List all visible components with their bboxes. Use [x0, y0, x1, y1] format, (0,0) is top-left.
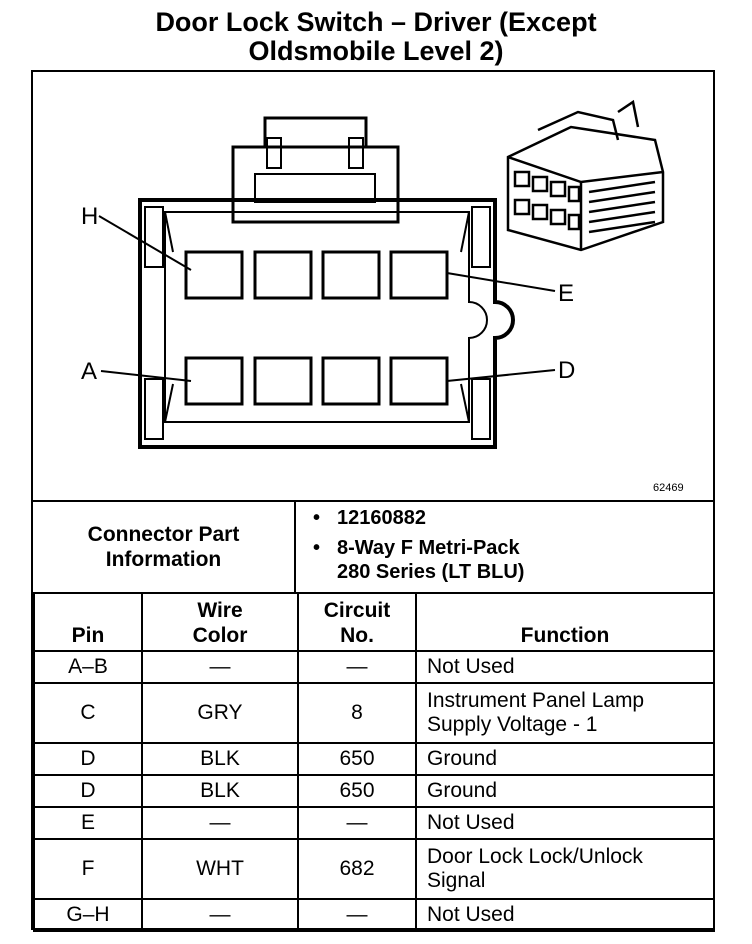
header-wire-color: Wire Color: [141, 592, 299, 652]
table-row: D BLK 650 Ground: [33, 774, 715, 808]
connector-face-drawing: H E A D: [81, 99, 665, 449]
page-title: Door Lock Switch – Driver (Except Oldsmo…: [0, 8, 752, 66]
pin-cavities: [184, 250, 449, 406]
divider: [33, 500, 713, 502]
connector-label-line-1: Connector Part: [87, 523, 240, 546]
cell-wire: BLK: [141, 742, 299, 776]
pin-label-h: H: [81, 203, 98, 230]
cell-function: Not Used: [415, 650, 715, 684]
cavity-e: [389, 250, 449, 300]
cell-function: Ground: [415, 742, 715, 776]
cell-circuit: 650: [297, 774, 417, 808]
cavity-c: [321, 356, 381, 406]
cell-wire: WHT: [141, 838, 299, 900]
title-line-1: Door Lock Switch – Driver (Except: [155, 7, 597, 37]
cell-function: Not Used: [415, 898, 715, 932]
cell-function: Instrument Panel Lamp Supply Voltage - 1: [415, 682, 715, 744]
latch-drawing: [231, 116, 400, 224]
header-pin: Pin: [33, 592, 143, 652]
connector-part-information: Connector Part Information • 12160882 • …: [33, 502, 713, 592]
table-row: A–B — — Not Used: [33, 650, 715, 684]
cell-pin: F: [33, 838, 143, 900]
connector-info-label: Connector Part Information: [33, 502, 296, 592]
table-row: E — — Not Used: [33, 806, 715, 840]
cell-circuit: —: [297, 650, 417, 684]
header-function: Function: [415, 592, 715, 652]
cell-pin: D: [33, 774, 143, 808]
cavity-f: [321, 250, 381, 300]
cell-pin: D: [33, 742, 143, 776]
cell-function: Door Lock Lock/Unlock Signal: [415, 838, 715, 900]
cell-wire: —: [141, 898, 299, 932]
table-row: D BLK 650 Ground: [33, 742, 715, 776]
connector-diagram: H E A D: [33, 72, 713, 500]
bullet-icon: •: [313, 537, 321, 559]
cell-wire: BLK: [141, 774, 299, 808]
figure-id: 62469: [653, 482, 684, 494]
cavity-g: [253, 250, 313, 300]
cavity-b: [253, 356, 313, 406]
cell-circuit: 682: [297, 838, 417, 900]
table-row: C GRY 8 Instrument Panel Lamp Supply Vol…: [33, 682, 715, 744]
pin-labels: H E A D: [81, 203, 575, 385]
cell-circuit: 650: [297, 742, 417, 776]
pin-label-a: A: [81, 358, 97, 385]
header-circuit-no: Circuit No.: [297, 592, 417, 652]
table-row: G–H — — Not Used: [33, 898, 715, 932]
pin-table: Pin Wire Color Circuit No. Function A–B …: [33, 592, 715, 932]
pin-leader-lines: [98, 215, 556, 382]
cell-circuit: —: [297, 898, 417, 932]
cell-pin: C: [33, 682, 143, 744]
cavity-h: [184, 250, 244, 300]
table-row: F WHT 682 Door Lock Lock/Unlock Signal: [33, 838, 715, 900]
cavity-a: [184, 356, 244, 406]
connector-sheet: H E A D: [31, 70, 715, 932]
cell-circuit: —: [297, 806, 417, 840]
cell-wire: GRY: [141, 682, 299, 744]
cell-function: Not Used: [415, 806, 715, 840]
cell-pin: G–H: [33, 898, 143, 932]
cell-circuit: 8: [297, 682, 417, 744]
connector-isometric-drawing: [506, 99, 665, 252]
bullet-icon: •: [313, 507, 321, 529]
title-line-2: Oldsmobile Level 2): [248, 36, 504, 66]
cell-function: Ground: [415, 774, 715, 808]
cell-wire: —: [141, 806, 299, 840]
connector-body-drawing: [138, 198, 515, 449]
connector-description-line-1: 8-Way F Metri-Pack: [337, 537, 520, 559]
connector-description-line-2: 280 Series (LT BLU): [337, 561, 525, 583]
pin-label-e: E: [558, 280, 574, 307]
connector-label-line-2: Information: [105, 548, 222, 571]
cell-pin: A–B: [33, 650, 143, 684]
cell-wire: —: [141, 650, 299, 684]
cell-pin: E: [33, 806, 143, 840]
cavity-d: [389, 356, 449, 406]
part-number: 12160882: [337, 507, 426, 529]
table-header-row: Pin Wire Color Circuit No. Function: [33, 592, 715, 652]
pin-label-d: D: [558, 357, 575, 384]
connector-info-values: • 12160882 • 8-Way F Metri-Pack 280 Seri…: [313, 506, 524, 590]
